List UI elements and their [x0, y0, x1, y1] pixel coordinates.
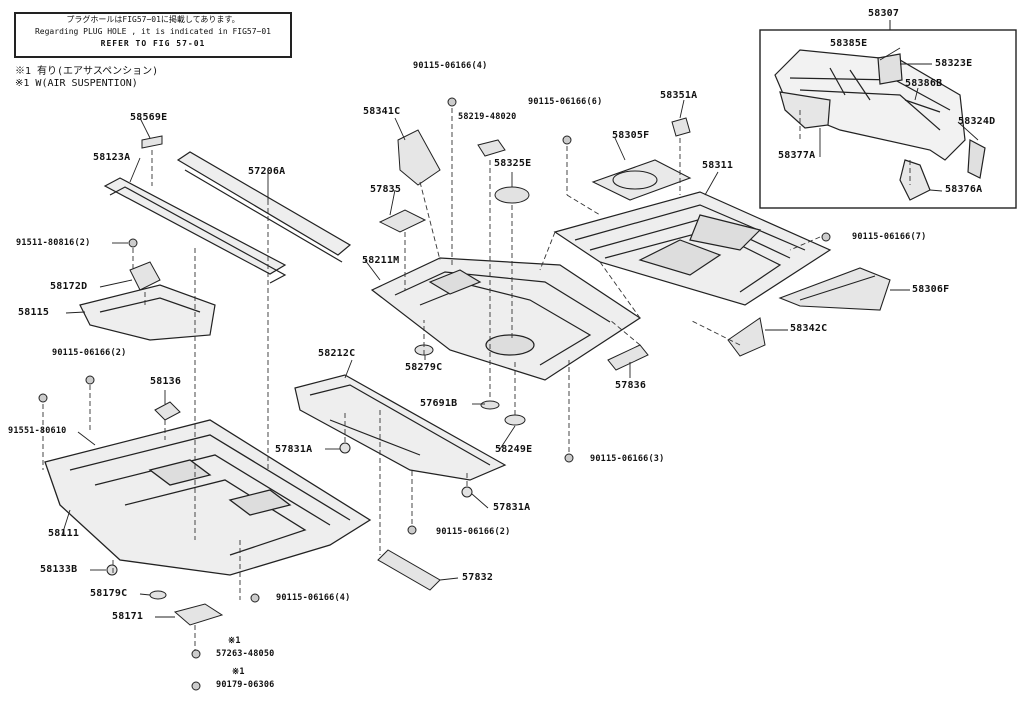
part-label-58376A[interactable]: 58376A: [945, 184, 983, 195]
part-label-90179-06306[interactable]: 90179-06306: [216, 680, 275, 690]
part-label-57206A[interactable]: 57206A: [248, 166, 286, 177]
part-label-58341C[interactable]: 58341C: [363, 106, 401, 117]
assembly-lines: [42, 108, 911, 650]
part-58172D: [129, 261, 161, 291]
part-label-57836[interactable]: 57836: [615, 380, 647, 391]
part-57836: [607, 344, 649, 371]
part-label-58136[interactable]: 58136: [150, 376, 182, 387]
part-label-58325E[interactable]: 58325E: [494, 158, 532, 169]
part-58171: [173, 603, 224, 626]
note-box: プラグホールはFIG57−01に掲載してあります。 Regarding PLUG…: [14, 12, 292, 58]
part-label-58306F[interactable]: 58306F: [912, 284, 950, 295]
floor-panel-58311: [553, 191, 832, 306]
plate-58219: [477, 139, 506, 157]
part-label-58307[interactable]: 58307: [868, 8, 900, 19]
part-label-57832[interactable]: 57832: [462, 572, 494, 583]
rear-crossmember-assembly: [774, 49, 986, 201]
part-58179C: [149, 590, 167, 600]
part-label-58133B[interactable]: 58133B: [40, 564, 78, 575]
part-label-58279C[interactable]: 58279C: [405, 362, 443, 373]
part-label-91511-80816-2[interactable]: 91511-80816(2): [16, 238, 91, 248]
part-label-58351A[interactable]: 58351A: [660, 90, 698, 101]
part-58136: [154, 401, 181, 421]
part-label-58377A[interactable]: 58377A: [778, 150, 816, 161]
rail-57206A: [176, 151, 352, 263]
clip-57835: [378, 209, 427, 233]
part-label-58115[interactable]: 58115: [18, 307, 50, 318]
part-label-57835[interactable]: 57835: [370, 184, 402, 195]
part-57832: [377, 549, 441, 591]
part-label-90115-06166-4-top[interactable]: 90115-06166(4): [413, 61, 488, 71]
legend-line-en: ※1 W(AIR SUSPENTION): [15, 78, 138, 89]
annotation-mark-1a: ※1: [228, 636, 241, 646]
part-label-91551-80610[interactable]: 91551-80610: [8, 426, 67, 436]
part-58569E: [141, 135, 163, 149]
part-label-57691B[interactable]: 57691B: [420, 398, 458, 409]
part-label-58386B[interactable]: 58386B: [905, 78, 943, 89]
part-label-58342C[interactable]: 58342C: [790, 323, 828, 334]
part-label-90115-06166-3[interactable]: 90115-06166(3): [590, 454, 665, 464]
part-label-90115-06166-4-bot[interactable]: 90115-06166(4): [276, 593, 351, 603]
part-label-57831A-2[interactable]: 57831A: [493, 502, 531, 513]
part-label-58324D[interactable]: 58324D: [958, 116, 996, 127]
bolts: [38, 97, 831, 691]
part-label-90115-06166-7[interactable]: 90115-06166(7): [852, 232, 927, 242]
note-line-ref: REFER TO FIG 57-01: [100, 39, 206, 48]
note-line-en: Regarding PLUG HOLE , it is indicated in…: [34, 27, 271, 36]
floor-58212C: [294, 374, 507, 481]
bracket-58115: [79, 284, 216, 341]
bracket-58306F: [778, 267, 891, 311]
part-57831A-1: [339, 442, 351, 454]
part-57831A-2: [461, 486, 473, 498]
note-line-jp: プラグホールはFIG57−01に掲載してあります。: [66, 15, 240, 24]
part-label-58172D[interactable]: 58172D: [50, 281, 88, 292]
part-58249E: [504, 414, 526, 426]
part-label-90115-06166-2-mid[interactable]: 90115-06166(2): [436, 527, 511, 537]
part-label-57831A-1[interactable]: 57831A: [275, 444, 313, 455]
part-label-58311[interactable]: 58311: [702, 160, 734, 171]
legend-line-jp: ※1 有り(エアサスペンション): [15, 66, 159, 77]
annotation-mark-1b: ※1: [232, 667, 245, 677]
part-58351A: [671, 117, 691, 137]
part-label-90115-06166-6[interactable]: 90115-06166(6): [528, 97, 603, 107]
part-label-58323E[interactable]: 58323E: [935, 58, 973, 69]
part-label-58171[interactable]: 58171: [112, 611, 144, 622]
group-box: [759, 29, 1017, 209]
part-label-58249E[interactable]: 58249E: [495, 444, 533, 455]
part-57691B: [480, 400, 500, 410]
side-member-58123A: [103, 177, 287, 284]
brace-58342C: [727, 317, 766, 357]
leader-lines: [61, 47, 979, 618]
part-label-58211M[interactable]: 58211M: [362, 255, 400, 266]
part-label-58385E[interactable]: 58385E: [830, 38, 868, 49]
part-label-58111[interactable]: 58111: [48, 528, 80, 539]
front-floor-58111: [44, 419, 372, 576]
part-label-58219-48020[interactable]: 58219-48020: [458, 112, 517, 122]
part-label-58212C[interactable]: 58212C: [318, 348, 356, 359]
plug-58325E: [494, 186, 530, 204]
part-label-58569E[interactable]: 58569E: [130, 112, 168, 123]
part-label-58305F[interactable]: 58305F: [612, 130, 650, 141]
bracket-58341C: [397, 129, 441, 186]
spare-pan-58305F: [591, 159, 692, 201]
part-label-58179C[interactable]: 58179C: [90, 588, 128, 599]
center-floor-58211M: [370, 257, 642, 381]
part-label-58123A[interactable]: 58123A: [93, 152, 131, 163]
part-label-90115-06166-2-left[interactable]: 90115-06166(2): [52, 348, 127, 358]
part-58133B: [106, 564, 118, 576]
part-label-57263-48050[interactable]: 57263-48050: [216, 649, 275, 659]
